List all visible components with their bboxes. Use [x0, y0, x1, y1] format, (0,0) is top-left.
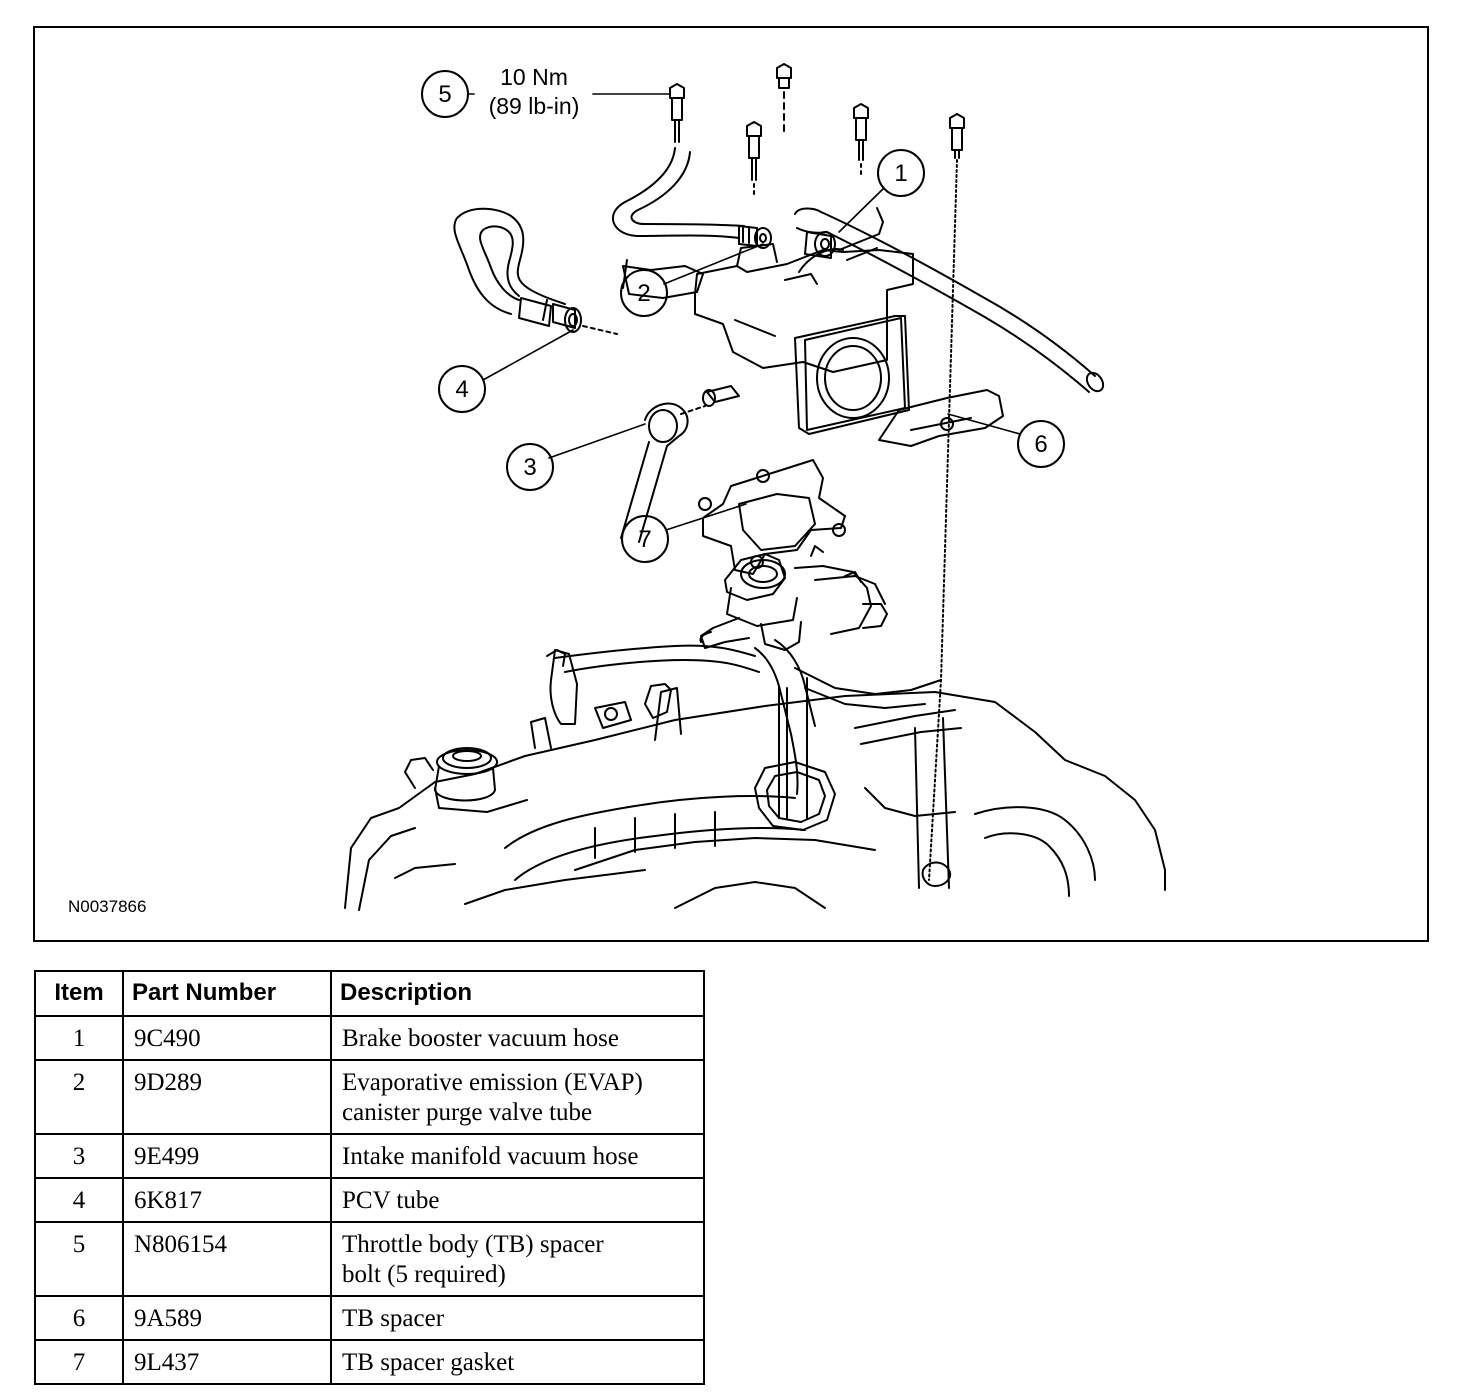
intake-vacuum-hose-3	[620, 402, 706, 543]
row-item: 2	[34, 1059, 124, 1135]
throttle-body	[622, 207, 914, 435]
row-part-number: 9C490	[122, 1015, 332, 1061]
description-line: TB spacer	[342, 1305, 445, 1332]
header-part-number: Part Number	[122, 970, 332, 1017]
callout-1-label: 1	[894, 160, 907, 187]
description-line: Brake booster vacuum hose	[342, 1025, 620, 1052]
callout-5-label: 5	[438, 81, 451, 108]
table-row: 7 9L437 TB spacer gasket	[34, 1339, 705, 1385]
tb-spacer-6	[878, 389, 1004, 447]
row-item: 4	[34, 1177, 124, 1223]
row-item: 5	[34, 1221, 124, 1297]
description-line: bolt (5 required)	[342, 1261, 506, 1288]
row-item: 7	[34, 1339, 124, 1385]
row-part-number: N806154	[122, 1221, 332, 1297]
table-row: 5 N806154 Throttle body (TB) spacer bolt …	[34, 1221, 705, 1297]
row-description: TB spacer	[330, 1295, 705, 1341]
torque-spec-nm: 10 Nm	[500, 64, 568, 90]
parts-table: Item Part Number Description 1 9C490 Bra…	[34, 970, 705, 1385]
evap-purge-tube-2	[612, 147, 772, 249]
callout-6-label: 6	[1034, 431, 1047, 458]
spacer-bolt-5	[669, 83, 685, 143]
header-description: Description	[330, 970, 705, 1017]
callout-labels: 5 1 2 4 3 6 7 10 Nm (89 lb-in)	[438, 64, 1047, 553]
callout-2-label: 2	[637, 280, 650, 307]
row-part-number: 9L437	[122, 1339, 332, 1385]
callout-7-label: 7	[638, 526, 651, 553]
row-description: Throttle body (TB) spacer bolt (5 require…	[330, 1221, 705, 1297]
figure-id-label: N0037866	[68, 897, 146, 916]
exploded-view-drawing: 5 1 2 4 3 6 7 10 Nm (89 lb-in) N0037866	[68, 63, 1166, 916]
row-description: Brake booster vacuum hose	[330, 1015, 705, 1061]
header-item: Item	[34, 970, 124, 1017]
row-item: 3	[34, 1133, 124, 1179]
row-description: PCV tube	[330, 1177, 705, 1223]
row-part-number: 6K817	[122, 1177, 332, 1223]
description-line: Evaporative emission (EVAP)	[342, 1069, 643, 1096]
description-line: TB spacer gasket	[342, 1349, 515, 1376]
exploded-view-figure: 5 1 2 4 3 6 7 10 Nm (89 lb-in) N0037866	[33, 26, 1429, 942]
callout-4-label: 4	[455, 376, 468, 403]
spacer-bolt-b	[776, 63, 792, 133]
callout-3-label: 3	[523, 454, 536, 481]
spacer-bolt-a	[746, 121, 762, 199]
description-line: Intake manifold vacuum hose	[342, 1143, 639, 1170]
table-row: 3 9E499 Intake manifold vacuum hose	[34, 1133, 705, 1179]
parts-table-header: Item Part Number Description	[34, 970, 705, 1017]
torque-spec-lbin: (89 lb-in)	[489, 93, 580, 119]
pcv-tube-4	[453, 207, 618, 335]
table-row: 1 9C490 Brake booster vacuum hose	[34, 1015, 705, 1061]
spacer-bolt-c	[853, 103, 869, 177]
description-line: canister purge valve tube	[342, 1099, 593, 1126]
description-line: Throttle body (TB) spacer	[342, 1231, 604, 1258]
row-description: TB spacer gasket	[330, 1339, 705, 1385]
row-part-number: 9A589	[122, 1295, 332, 1341]
description-line: PCV tube	[342, 1187, 440, 1214]
callout-circles	[421, 70, 1065, 563]
table-row: 6 9A589 TB spacer	[34, 1295, 705, 1341]
engine-lower-intake	[344, 677, 1166, 911]
row-item: 6	[34, 1295, 124, 1341]
row-part-number: 9D289	[122, 1059, 332, 1135]
table-row: 2 9D289 Evaporative emission (EVAP) canis…	[34, 1059, 705, 1135]
table-row: 4 6K817 PCV tube	[34, 1177, 705, 1223]
row-description: Evaporative emission (EVAP) canister purg…	[330, 1059, 705, 1135]
row-description: Intake manifold vacuum hose	[330, 1133, 705, 1179]
row-part-number: 9E499	[122, 1133, 332, 1179]
row-item: 1	[34, 1015, 124, 1061]
spacer-bolt-d	[928, 113, 965, 881]
upper-intake-assembly	[546, 545, 942, 795]
